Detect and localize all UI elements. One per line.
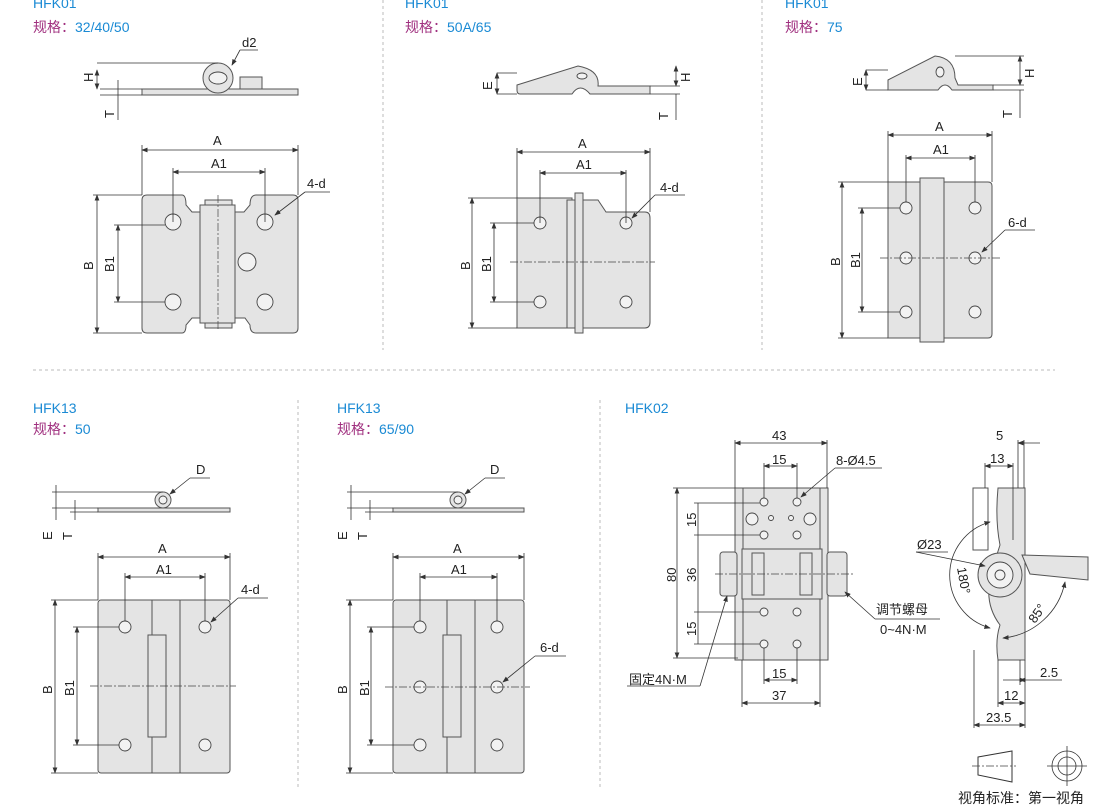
projection-symbol: 视角标准：第一视角 [958, 746, 1087, 806]
side-view: D E T [40, 462, 231, 540]
svg-text:6-d: 6-d [1008, 215, 1027, 230]
svg-text:15: 15 [684, 513, 699, 527]
svg-text:B: B [335, 685, 350, 694]
svg-text:D: D [196, 462, 205, 477]
svg-text:B: B [828, 257, 843, 266]
top-view: A A1 4-d B B1 [458, 136, 685, 334]
svg-text:B1: B1 [62, 680, 77, 696]
panel-hfk02: HFK02 43 15 8-Ø4.5 80 [625, 400, 1089, 806]
svg-text:4-d: 4-d [307, 176, 326, 191]
svg-text:T: T [656, 112, 671, 120]
svg-text:B: B [81, 261, 96, 270]
spec-line: 规格：32/40/50 [33, 19, 130, 35]
side-view: E H T [850, 55, 1037, 118]
svg-text:T: T [355, 532, 370, 540]
svg-text:B1: B1 [479, 256, 494, 272]
svg-text:A: A [158, 541, 167, 556]
svg-text:B1: B1 [848, 252, 863, 268]
svg-text:A1: A1 [451, 562, 467, 577]
svg-text:A1: A1 [211, 156, 227, 171]
svg-text:D: D [490, 462, 499, 477]
svg-text:A: A [453, 541, 462, 556]
svg-text:Ø23: Ø23 [917, 537, 942, 552]
side-view: d2 H T [81, 35, 299, 120]
spec-line: 规格：75 [785, 19, 843, 35]
svg-text:H: H [678, 73, 693, 82]
spec-line: 规格：50A/65 [405, 19, 492, 35]
model-name: HFK01 [405, 0, 449, 11]
svg-text:4-d: 4-d [241, 582, 260, 597]
model-name: HFK01 [33, 0, 77, 11]
model-name: HFK02 [625, 400, 669, 416]
model-name: HFK13 [337, 400, 381, 416]
spec-line: 规格：65/90 [337, 421, 414, 437]
svg-text:固定4N·M: 固定4N·M [629, 672, 687, 687]
svg-text:12: 12 [1004, 688, 1018, 703]
top-view: A A1 6-d B B1 [335, 541, 566, 774]
svg-text:A: A [213, 133, 222, 148]
svg-text:37: 37 [772, 688, 786, 703]
svg-text:36: 36 [684, 568, 699, 582]
svg-text:E: E [480, 81, 495, 90]
svg-text:15: 15 [772, 666, 786, 681]
top-view: A A1 6-d B B1 [828, 119, 1035, 343]
svg-text:6-d: 6-d [540, 640, 559, 655]
svg-text:13: 13 [990, 451, 1004, 466]
svg-text:180°: 180° [954, 566, 973, 595]
svg-text:2.5: 2.5 [1040, 665, 1058, 680]
svg-text:15: 15 [772, 452, 786, 467]
model-name: HFK13 [33, 400, 77, 416]
svg-text:H: H [81, 73, 96, 82]
top-view: A A1 4-d B B1 [81, 133, 330, 334]
top-view: A A1 4-d B B1 [40, 541, 268, 774]
svg-text:A1: A1 [576, 157, 592, 172]
svg-text:E: E [850, 77, 865, 86]
model-name: HFK01 [785, 0, 829, 11]
svg-text:E: E [335, 531, 350, 540]
svg-text:B1: B1 [357, 680, 372, 696]
svg-text:5: 5 [996, 428, 1003, 443]
panel-hfk13-50: HFK13 规格：50 D E T [33, 400, 268, 774]
svg-text:H: H [1022, 69, 1037, 78]
spec-line: 规格：50 [33, 421, 91, 437]
svg-text:8-Ø4.5: 8-Ø4.5 [836, 453, 876, 468]
projection-note: 视角标准：第一视角 [958, 790, 1084, 806]
svg-text:85°: 85° [1025, 601, 1049, 626]
svg-text:B1: B1 [102, 256, 117, 272]
panel-hfk01-32-40-50: HFK01 规格：32/40/50 d2 H T [33, 0, 330, 334]
svg-text:E: E [40, 531, 55, 540]
panel-hfk01-75: HFK01 规格：75 E H T [785, 0, 1037, 343]
svg-text:B: B [40, 685, 55, 694]
svg-text:80: 80 [664, 568, 679, 582]
side-view: D E T [335, 462, 525, 540]
svg-text:A: A [578, 136, 587, 151]
svg-text:T: T [102, 110, 117, 118]
svg-text:A: A [935, 119, 944, 134]
panel-hfk01-50a-65: HFK01 规格：50A/65 E H T [405, 0, 693, 334]
svg-text:d2: d2 [242, 35, 256, 50]
svg-text:T: T [60, 532, 75, 540]
front-view: 43 15 8-Ø4.5 80 15 36 15 15 37 固定4N·M 调节… [627, 428, 940, 707]
svg-text:15: 15 [684, 622, 699, 636]
svg-text:4-d: 4-d [660, 180, 679, 195]
svg-text:T: T [1000, 110, 1015, 118]
svg-text:23.5: 23.5 [986, 710, 1011, 725]
svg-text:调节螺母: 调节螺母 [876, 602, 928, 617]
side-view: 180° 85° Ø23 5 13 2.5 12 23.5 [915, 428, 1089, 728]
side-view: E H T [480, 65, 693, 120]
svg-text:43: 43 [772, 428, 786, 443]
svg-text:B: B [458, 261, 473, 270]
svg-text:A1: A1 [933, 142, 949, 157]
panel-hfk13-65-90: HFK13 规格：65/90 D E T [335, 400, 566, 774]
svg-text:A1: A1 [156, 562, 172, 577]
svg-text:0~4N·M: 0~4N·M [880, 622, 927, 637]
